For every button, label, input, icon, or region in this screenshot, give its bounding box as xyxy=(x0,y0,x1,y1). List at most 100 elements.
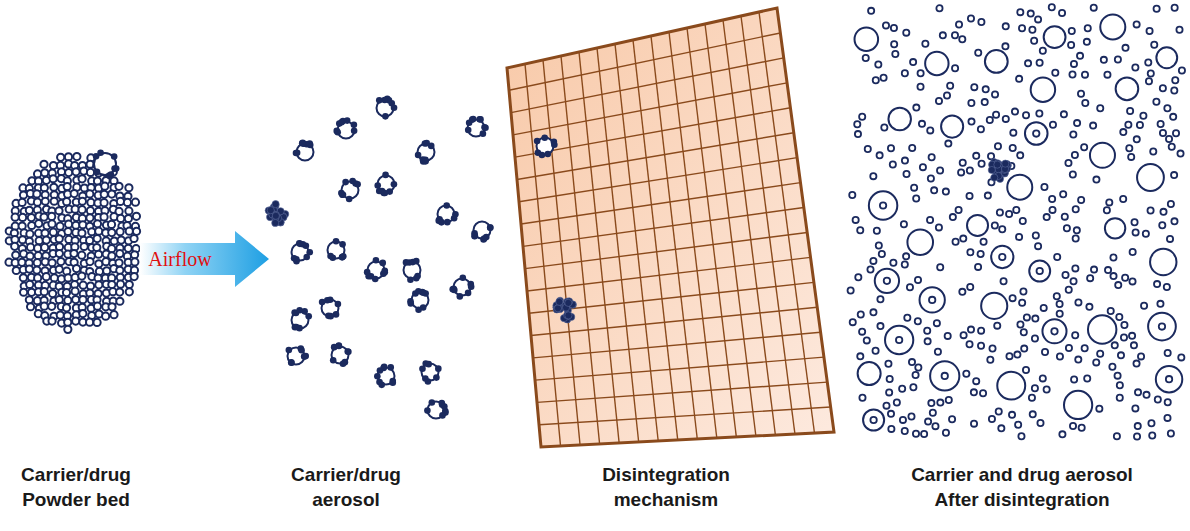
carrier-particle xyxy=(930,361,959,390)
drug-particle xyxy=(541,134,548,141)
drug-particle xyxy=(966,341,972,347)
drug-particle xyxy=(956,21,962,27)
drug-particle xyxy=(1170,114,1176,120)
drug-particle xyxy=(858,311,864,317)
grid-line xyxy=(535,357,824,380)
powder-particle xyxy=(117,215,124,222)
drug-particle xyxy=(1019,300,1025,306)
drug-particle xyxy=(936,98,942,104)
grid-line xyxy=(531,307,817,335)
carrier-particle xyxy=(1031,77,1055,101)
drug-particle xyxy=(1115,282,1121,288)
powder-particle xyxy=(51,274,58,281)
drug-particle xyxy=(1017,321,1023,327)
powder-particle xyxy=(131,258,138,265)
drug-particle xyxy=(1037,420,1043,426)
drug-particle xyxy=(302,353,309,360)
powder-particle xyxy=(28,214,35,221)
drug-particle xyxy=(415,152,422,159)
drug-particle xyxy=(333,238,340,245)
drug-particle xyxy=(913,105,919,111)
drug-particle xyxy=(1006,211,1012,217)
powder-particle xyxy=(26,230,33,237)
drug-particle xyxy=(902,70,908,76)
drug-particle xyxy=(857,353,863,359)
powder-particle xyxy=(133,228,140,235)
drug-particle xyxy=(1096,406,1102,412)
powder-particle xyxy=(65,221,72,228)
drug-particle xyxy=(1127,108,1133,114)
drug-particle xyxy=(973,378,979,384)
drug-particle xyxy=(885,361,891,367)
drug-particle xyxy=(1006,353,1012,359)
drug-particle xyxy=(335,301,342,308)
drug-particle xyxy=(961,332,967,338)
powder-particle xyxy=(11,243,18,250)
drug-particle xyxy=(480,236,487,243)
drug-particle xyxy=(450,286,457,293)
drug-particle xyxy=(936,5,942,11)
drug-particle xyxy=(1054,293,1060,299)
drug-particle xyxy=(376,97,383,104)
grid-line xyxy=(523,208,804,247)
drug-particle xyxy=(955,207,961,213)
drug-particle xyxy=(1116,314,1122,320)
drug-particle xyxy=(1166,136,1172,142)
powder-particle xyxy=(79,296,86,303)
carrier-particle xyxy=(863,409,884,430)
drug-particle xyxy=(1105,267,1111,273)
drug-particle xyxy=(978,328,984,334)
drug-agglomerate xyxy=(556,298,563,305)
drug-particle xyxy=(1120,196,1126,202)
drug-particle xyxy=(1154,281,1160,287)
drug-particle xyxy=(379,260,386,267)
drug-particle xyxy=(389,379,396,386)
drug-particle xyxy=(1160,130,1166,136)
powder-particle xyxy=(130,235,137,242)
powder-particle xyxy=(72,317,79,324)
drug-particle xyxy=(1016,76,1022,82)
drug-particle xyxy=(968,327,974,333)
drug-particle xyxy=(971,84,977,90)
drug-particle xyxy=(876,242,882,248)
drug-particle xyxy=(909,359,915,365)
powder-particle xyxy=(118,236,125,243)
drug-particle xyxy=(967,167,973,173)
drug-particle xyxy=(1075,357,1081,363)
powder-particle xyxy=(33,266,40,273)
drug-particle xyxy=(1159,222,1165,228)
drug-particle xyxy=(1114,373,1120,379)
powder-particle xyxy=(115,183,122,190)
carrier-particle xyxy=(941,116,963,138)
drug-particle xyxy=(1010,145,1016,151)
drug-particle xyxy=(380,270,387,277)
drug-particle xyxy=(968,15,974,21)
powder-particle xyxy=(72,296,79,303)
drug-particle xyxy=(1074,227,1080,233)
drug-particle xyxy=(1079,425,1085,431)
drug-particle xyxy=(865,146,871,152)
drug-particle xyxy=(327,313,334,320)
drug-particle xyxy=(1164,105,1170,111)
drug-particle xyxy=(1070,131,1076,137)
powder-particle xyxy=(50,229,57,236)
drug-particle xyxy=(934,320,940,326)
powder-particle xyxy=(65,169,72,176)
drug-particle xyxy=(988,153,994,159)
powder-particle xyxy=(35,220,42,227)
drug-particle xyxy=(870,417,876,423)
drug-particle xyxy=(853,217,859,223)
powder-particle xyxy=(125,207,132,214)
drug-particle xyxy=(1044,214,1050,220)
drug-particle xyxy=(966,193,972,199)
powder-particle xyxy=(110,311,117,318)
powder-particle xyxy=(27,303,34,310)
drug-particle xyxy=(342,179,349,186)
drug-particle xyxy=(880,202,886,208)
drug-particle xyxy=(1097,105,1103,111)
powder-particle xyxy=(73,265,80,272)
drug-particle xyxy=(1041,184,1047,190)
drug-particle xyxy=(952,65,958,71)
drug-particle xyxy=(476,116,483,123)
drug-particle xyxy=(913,431,919,437)
